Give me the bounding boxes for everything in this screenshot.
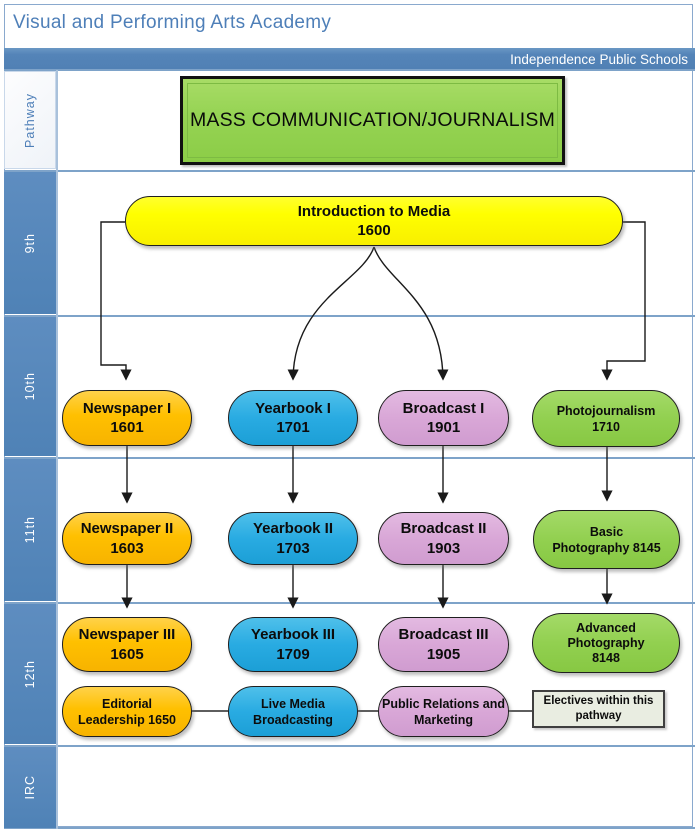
course-code: 1701 bbox=[276, 419, 310, 436]
row-divider bbox=[4, 457, 695, 459]
row-divider bbox=[4, 745, 695, 747]
course-node-photojournalism: Photojournalism 1710 bbox=[532, 390, 680, 447]
sidebar-divider bbox=[56, 70, 58, 829]
course-code: 8148 bbox=[592, 650, 620, 665]
course-title: Basic bbox=[589, 524, 624, 539]
pathway-title-box: MASS COMMUNICATION/JOURNALISM bbox=[180, 76, 565, 165]
course-code: 1901 bbox=[426, 419, 461, 436]
row-label-text: 11th bbox=[23, 516, 37, 544]
course-title: Advanced bbox=[576, 620, 636, 635]
course-code: 1600 bbox=[357, 222, 391, 239]
course-title: Yearbook III bbox=[250, 626, 336, 644]
course-title: Public Relations and bbox=[382, 696, 505, 711]
course-node-newspaper-1: Newspaper I 1601 bbox=[62, 390, 192, 446]
course-code: 1703 bbox=[276, 539, 310, 557]
district-name: Independence Public Schools bbox=[510, 51, 688, 67]
course-code: 1710 bbox=[592, 419, 620, 434]
course-code: Leadership 1650 bbox=[78, 712, 176, 727]
course-title: Introduction to Media bbox=[297, 202, 451, 220]
note-line-2: pathway bbox=[575, 710, 622, 722]
row-label-11th: 11th bbox=[4, 459, 56, 601]
course-title: Photojournalism bbox=[556, 403, 656, 418]
course-title-2: Photography bbox=[567, 635, 645, 650]
course-code: 1603 bbox=[110, 539, 144, 557]
row-divider bbox=[4, 69, 695, 71]
course-title-2: Broadcasting bbox=[253, 712, 333, 727]
row-divider bbox=[4, 315, 695, 317]
course-code: Photography 8145 bbox=[552, 540, 661, 555]
course-node-advanced-photography: Advanced Photography 8148 bbox=[532, 613, 680, 673]
course-title: Editorial bbox=[101, 696, 152, 711]
course-title: Broadcast I bbox=[402, 399, 485, 417]
course-code: 1605 bbox=[110, 645, 144, 663]
course-title: Newspaper III bbox=[78, 626, 176, 644]
course-node-introduction-to-media: Introduction to Media 1600 bbox=[125, 196, 623, 246]
course-node-basic-photography: Basic Photography 8145 bbox=[533, 510, 680, 569]
course-title: Live Media bbox=[261, 696, 325, 711]
course-node-broadcast-1: Broadcast I 1901 bbox=[378, 390, 509, 446]
course-code: 1905 bbox=[426, 645, 461, 663]
course-code: 1601 bbox=[110, 419, 144, 436]
course-node-broadcast-2: Broadcast II 1903 bbox=[378, 512, 509, 565]
district-band: Independence Public Schools bbox=[4, 48, 695, 70]
course-title: Newspaper II bbox=[80, 520, 174, 538]
course-node-newspaper-3: Newspaper III 1605 bbox=[62, 617, 192, 672]
course-code: 1903 bbox=[426, 539, 461, 557]
row-divider bbox=[4, 602, 695, 604]
course-node-public-relations-marketing: Public Relations and Marketing bbox=[378, 686, 509, 737]
course-node-editorial-leadership: Editorial Leadership 1650 bbox=[62, 686, 192, 737]
course-title-2: Marketing bbox=[413, 712, 474, 727]
row-label-text: 10th bbox=[23, 372, 37, 401]
row-label-irc: IRC bbox=[4, 747, 56, 828]
note-line-1: Electives within this bbox=[543, 695, 654, 708]
row-label-text: Pathway bbox=[23, 92, 37, 148]
row-divider bbox=[4, 170, 695, 172]
course-node-broadcast-3: Broadcast III 1905 bbox=[378, 617, 509, 672]
row-label-12th: 12th bbox=[4, 604, 56, 744]
row-label-text: IRC bbox=[23, 775, 37, 800]
course-title: Broadcast III bbox=[398, 626, 489, 644]
course-node-yearbook-2: Yearbook II 1703 bbox=[228, 512, 358, 565]
row-label-pathway: Pathway bbox=[4, 71, 56, 169]
course-node-live-media-broadcasting: Live Media Broadcasting bbox=[228, 686, 358, 737]
row-label-10th: 10th bbox=[4, 317, 56, 456]
row-label-text: 9th bbox=[23, 232, 37, 254]
course-title: Yearbook II bbox=[252, 520, 334, 538]
row-divider bbox=[4, 827, 695, 829]
course-title: Broadcast II bbox=[400, 520, 487, 538]
course-title: Yearbook I bbox=[255, 399, 331, 417]
course-code: 1709 bbox=[276, 645, 310, 663]
course-node-yearbook-3: Yearbook III 1709 bbox=[228, 617, 358, 672]
course-title: Newspaper I bbox=[82, 399, 172, 417]
course-node-yearbook-1: Yearbook I 1701 bbox=[228, 390, 358, 446]
pathway-title-text: MASS COMMUNICATION/JOURNALISM bbox=[189, 109, 556, 131]
row-label-text: 12th bbox=[23, 659, 37, 689]
row-label-9th: 9th bbox=[4, 172, 56, 314]
page-title: Visual and Performing Arts Academy bbox=[13, 12, 332, 33]
course-node-newspaper-2: Newspaper II 1603 bbox=[62, 512, 192, 565]
electives-note-box: Electives within this pathway bbox=[532, 690, 665, 728]
